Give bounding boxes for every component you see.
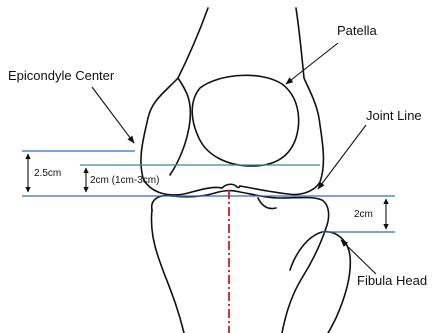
label-joint-line: Joint Line <box>366 108 422 123</box>
label-fibula-head: Fibula Head <box>357 273 427 288</box>
leader-joint-line <box>318 125 366 189</box>
tibia-outline <box>151 191 328 333</box>
leader-fibula-head <box>341 240 376 274</box>
measure-2-5cm: 2.5cm <box>34 168 61 179</box>
label-epicondyle-center: Epicondyle Center <box>8 68 115 83</box>
measurement-lines <box>22 151 395 232</box>
leader-epicondyle-center <box>92 87 134 143</box>
leader-lines <box>92 43 376 274</box>
measure-2cm-fibula: 2cm <box>354 209 373 220</box>
measure-2cm-range: 2cm (1cm-3cm) <box>90 175 159 186</box>
femur-outline <box>141 8 324 195</box>
leader-patella <box>286 43 338 84</box>
label-patella: Patella <box>337 23 378 38</box>
patella-outline <box>192 75 298 166</box>
